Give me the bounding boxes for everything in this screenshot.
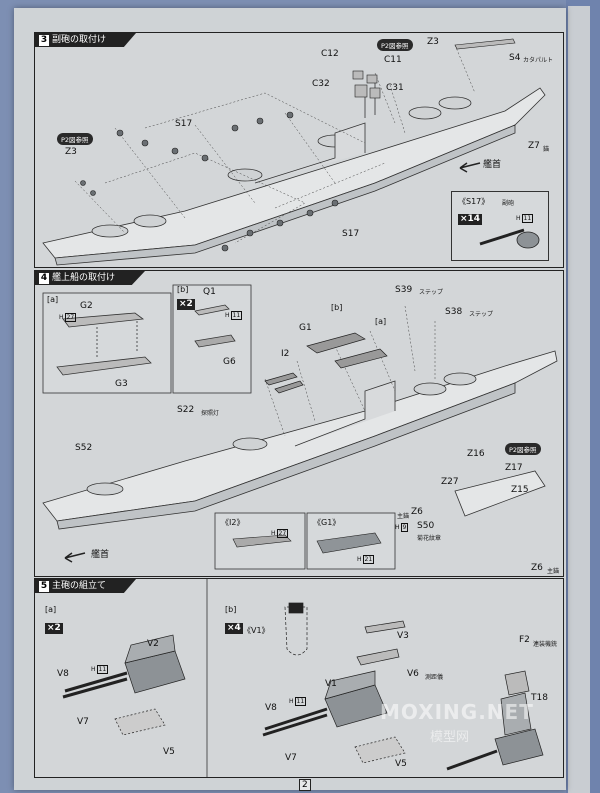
part-note-s39: ステップ <box>419 289 444 296</box>
part-note-s38: ステップ <box>469 311 494 318</box>
part-label-z6: Z6 <box>531 563 543 573</box>
part-count: ×2 <box>177 299 195 310</box>
part-label-v7: V7 <box>77 717 89 727</box>
marker-a: [a] <box>375 317 387 326</box>
part-label-s4: S4 <box>509 53 521 63</box>
part-label-s50: S50 <box>417 521 435 531</box>
part-label-z7: Z7 <box>528 141 540 151</box>
callout-i2-title: 《I2》 <box>221 518 245 527</box>
part-label-g3: G3 <box>115 379 128 389</box>
part-note-f2: 連装機銃 <box>533 641 558 648</box>
part-label-g6: G6 <box>223 357 236 367</box>
part-label-s38: S38 <box>445 307 463 317</box>
part-label-v5: V5 <box>395 759 407 769</box>
part-note-v6: 測距儀 <box>425 674 444 681</box>
part-label-z6: Z6 <box>411 507 423 517</box>
callout-v1-title: 《V1》 <box>243 626 270 635</box>
part-note-s4: カタパルト <box>523 57 554 64</box>
page-number: 2 <box>299 779 311 791</box>
part-note-z6: 主錨 <box>397 513 410 520</box>
callout-title: 《S17》 <box>458 197 490 206</box>
ship-hull-drawing-4 <box>42 284 558 570</box>
main-turret-drawing <box>62 579 544 777</box>
part-label-s52: S52 <box>75 443 93 453</box>
bow-direction-label: 艦首 <box>483 160 502 170</box>
reference-tag: P2図参照 <box>57 133 93 145</box>
section-title: 艦上船の取付け <box>52 273 116 283</box>
section-title: 主砲の組立て <box>52 581 107 591</box>
part-label-z3: Z3 <box>427 37 439 47</box>
part-label-v7: V7 <box>285 753 297 763</box>
part-label-g1: G1 <box>299 323 312 333</box>
part-label-s17: S17 <box>342 229 360 239</box>
adjacent-page <box>568 6 590 793</box>
part-label-z15: Z15 <box>511 485 529 495</box>
part-note-z7: 錨 <box>543 146 550 153</box>
subsection-a: [a] <box>45 605 57 614</box>
callout-note: 副砲 <box>502 200 515 207</box>
marker-b: [b] <box>331 303 343 312</box>
reference-tag: P2図参照 <box>377 39 413 51</box>
part-label-z17: Z17 <box>505 463 523 473</box>
part-label-q1: Q1 <box>203 287 216 297</box>
part-label-c11: C11 <box>384 55 402 65</box>
section-number: 4 <box>39 273 49 284</box>
turret-s17-drawing <box>479 228 540 249</box>
watermark-sub: 模型网 <box>430 730 470 745</box>
section-number: 3 <box>39 35 49 46</box>
part-note-s50: 菊花紋章 <box>417 535 442 542</box>
part-label-z27: Z27 <box>441 477 459 487</box>
subsection-b: [b] <box>225 605 237 614</box>
part-label-g2: G2 <box>80 301 93 311</box>
part-note-s22: 探照灯 <box>201 410 220 417</box>
part-label-v1: V1 <box>325 679 337 689</box>
stern-direction-label: 艦首 <box>91 550 110 560</box>
part-label-v8: V8 <box>57 669 69 679</box>
part-count: ×2 <box>45 623 63 634</box>
part-label-f2: F2 <box>519 635 530 645</box>
reference-tag: P2図参照 <box>505 443 541 455</box>
part-count: ×14 <box>458 214 483 225</box>
subsection-b: [b] <box>177 285 189 294</box>
part-label-z16: Z16 <box>467 449 485 459</box>
part-label-v5: V5 <box>163 747 175 757</box>
part-label-z3: Z3 <box>65 147 77 157</box>
part-label-v8: V8 <box>265 703 277 713</box>
part-label-i2: I2 <box>281 349 290 359</box>
part-label-c31: C31 <box>386 83 404 93</box>
part-label-v2: V2 <box>147 639 159 649</box>
section-title: 副砲の取付け <box>52 35 107 45</box>
part-label-t18: T18 <box>531 693 548 703</box>
part-label-c32: C32 <box>312 79 330 89</box>
part-note-z6: 主錨 <box>547 568 560 575</box>
section-number: 5 <box>39 581 49 592</box>
part-label-s22: S22 <box>177 405 195 415</box>
part-label-v3: V3 <box>397 631 409 641</box>
part-label-c12: C12 <box>321 49 339 59</box>
callout-g1-title: 《G1》 <box>313 518 341 527</box>
part-count: ×4 <box>225 623 243 634</box>
subsection-a: [a] <box>47 295 59 304</box>
watermark: MOXING.NET <box>380 700 534 724</box>
part-label-v6: V6 <box>407 669 419 679</box>
part-label-s17: S17 <box>175 119 193 129</box>
ship-hull-drawing-3 <box>42 38 546 266</box>
part-label-s39: S39 <box>395 285 413 295</box>
